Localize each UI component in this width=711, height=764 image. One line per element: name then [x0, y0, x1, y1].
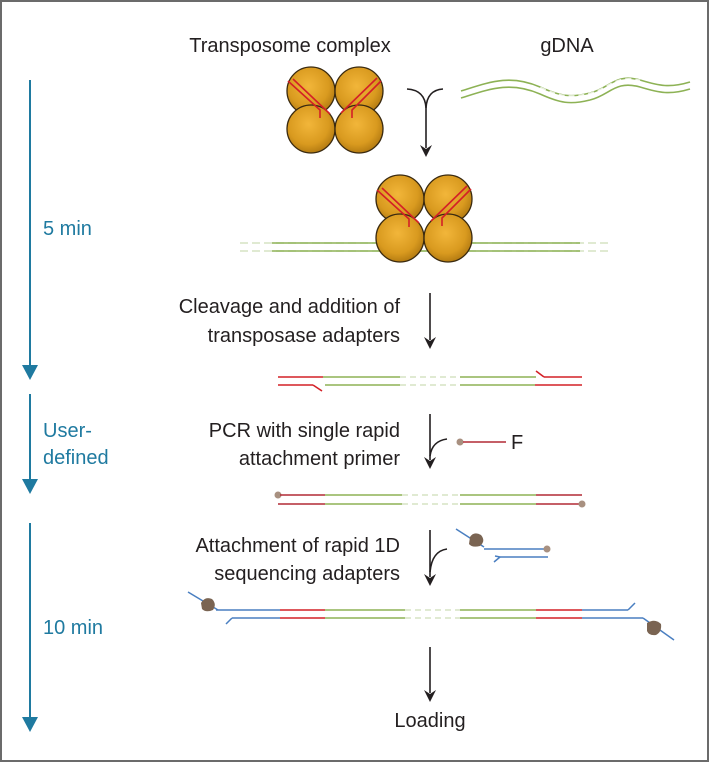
step-1-line-1: Cleavage and addition of	[179, 296, 401, 318]
timeline-arrow-2	[22, 394, 38, 494]
step-1-line-2: transposase adapters	[208, 325, 400, 347]
bound-transposome	[375, 174, 473, 263]
gdna-strand	[460, 77, 691, 104]
gdna-label: gDNA	[540, 35, 594, 57]
loading-label: Loading	[394, 710, 465, 732]
loading-arrow	[424, 647, 436, 702]
pcr-product	[274, 491, 586, 508]
rapid-attachment-primer	[456, 438, 506, 446]
transposome-complex	[286, 66, 384, 154]
step-2-line-2: attachment primer	[239, 448, 401, 470]
timeline-arrow-1	[22, 80, 38, 380]
step-3-line-2: sequencing adapters	[214, 563, 400, 585]
rapid-sequencing-adapter	[455, 528, 551, 563]
timeline-label-user-defined-2: defined	[43, 447, 109, 469]
tagmented-fragment	[278, 370, 582, 392]
timeline-arrow-3	[22, 523, 38, 732]
transposome-label: Transposome complex	[189, 35, 391, 57]
step-2-arrow	[424, 414, 448, 469]
adapted-library	[187, 591, 675, 641]
timeline-label-10-min: 10 min	[43, 617, 103, 639]
step-2-line-1: PCR with single rapid	[209, 420, 400, 442]
step-3-line-1: Attachment of rapid 1D	[195, 535, 400, 557]
timeline-label-5-min: 5 min	[43, 218, 92, 240]
merge-arrow	[406, 88, 444, 157]
primer-label-f: F	[511, 432, 523, 454]
step-3-arrow	[424, 530, 448, 586]
timeline-label-user-defined-1: User-	[43, 420, 92, 442]
step-1-arrow	[424, 293, 436, 349]
